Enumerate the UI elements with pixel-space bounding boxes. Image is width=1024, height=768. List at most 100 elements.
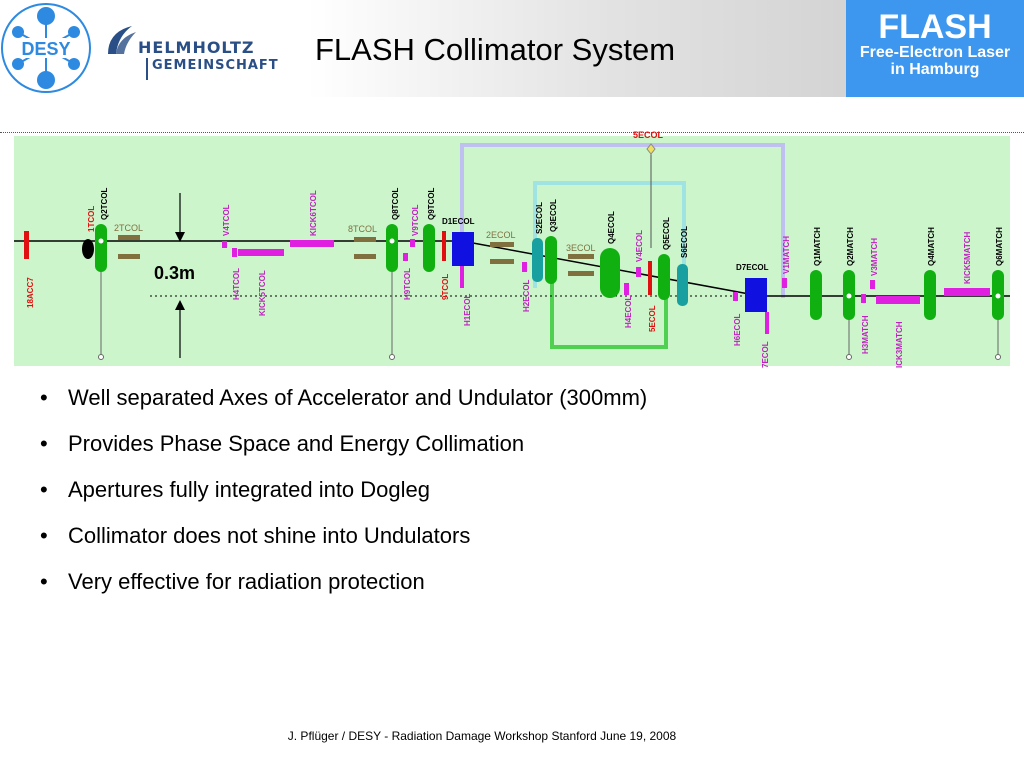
probe-point bbox=[98, 354, 104, 360]
element-v4tcol bbox=[222, 241, 227, 248]
element-q9tcol bbox=[423, 224, 435, 272]
label-q6match: Q6MATCH bbox=[995, 227, 1004, 266]
label-q4ecol: Q4ECOL bbox=[607, 211, 616, 244]
label-h3match: H3MATCH bbox=[861, 315, 870, 354]
scale-label: 0.3m bbox=[154, 263, 195, 283]
helmholtz-word-2: GEMEINSCHAFT bbox=[152, 58, 279, 73]
element-tcol9 bbox=[442, 231, 446, 261]
bullet-item: • Provides Phase Space and Energy Collima… bbox=[40, 426, 1000, 472]
element-h9tcol bbox=[403, 253, 408, 261]
helmholtz-emblem-icon bbox=[108, 26, 136, 54]
element-q5ecol bbox=[658, 254, 670, 300]
element-s2ecol bbox=[532, 238, 543, 282]
probe-point bbox=[846, 354, 852, 360]
element-ecol2-b bbox=[490, 259, 514, 264]
bullet-text: Very effective for radiation protection bbox=[68, 569, 425, 594]
element-q2tcol bbox=[95, 224, 107, 272]
label-q8tcol: Q8TCOL bbox=[391, 187, 400, 220]
element-q6match-center bbox=[995, 293, 1001, 299]
ecol5-marker-diamond bbox=[646, 143, 656, 155]
label-ecol7: 7ECOL bbox=[761, 341, 770, 368]
element-kick5tcol bbox=[238, 249, 284, 256]
scale-arrowhead-bottom bbox=[175, 300, 185, 310]
label-h4ecol: H4ECOL bbox=[624, 295, 633, 328]
label-acc7: 18ACC7 bbox=[26, 277, 35, 308]
bullet-item: •Well separated Axes of Accelerator and … bbox=[40, 380, 1000, 426]
label-tcol2: 2TCOL bbox=[114, 223, 143, 233]
element-v1match bbox=[782, 278, 787, 288]
element-q3ecol bbox=[545, 236, 557, 284]
element-tcol2-b bbox=[118, 254, 140, 259]
label-v3match: V3MATCH bbox=[870, 238, 879, 276]
label-v4ecol: V4ECOL bbox=[635, 230, 644, 262]
label-h4tcol: H4TCOL bbox=[232, 268, 241, 300]
desy-logo: DESY bbox=[1, 3, 91, 93]
outer-bypass-line bbox=[460, 143, 785, 298]
label-h6ecol: H6ECOL bbox=[733, 313, 742, 346]
element-h1ecol bbox=[460, 266, 464, 288]
bullet-item: • Apertures fully integrated into Dogleg bbox=[40, 472, 1000, 518]
element-q4ecol bbox=[600, 248, 620, 298]
label-d7ecol: D7ECOL bbox=[736, 263, 769, 272]
label-tcol9: 9TCOL bbox=[441, 274, 450, 300]
probe-point bbox=[995, 354, 1001, 360]
bullet-dot: • bbox=[40, 523, 48, 548]
label-h1ecol: H1ECOL bbox=[463, 293, 472, 326]
element-ecol3-a bbox=[568, 254, 594, 259]
label-q2tcol: Q2TCOL bbox=[100, 187, 109, 220]
slide-footer: J. Pflüger / DESY - Radiation Damage Wor… bbox=[0, 729, 1024, 743]
element-q1match bbox=[810, 270, 822, 320]
label-q1match: Q1MATCH bbox=[813, 227, 822, 266]
element-h4tcol bbox=[232, 248, 237, 257]
label-ecol2: 2ECOL bbox=[486, 230, 516, 240]
footer-text: J. Pflüger / DESY - Radiation Damage Wor… bbox=[287, 729, 677, 743]
bullet-dot: • bbox=[40, 431, 48, 456]
element-h6ecol bbox=[733, 292, 738, 301]
label-ecol3: 3ECOL bbox=[566, 243, 596, 253]
bullet-item: • Collimator does not shine into Undulato… bbox=[40, 518, 1000, 564]
label-s6ecol: S6ECOL bbox=[680, 226, 689, 258]
flash-logo-word: FLASH bbox=[878, 8, 992, 46]
element-s6ecol bbox=[677, 264, 688, 306]
helmholtz-divider bbox=[146, 58, 148, 80]
label-tcol8: 8TCOL bbox=[348, 224, 377, 234]
bullet-text: Collimator does not shine into Undulator… bbox=[68, 523, 471, 548]
label-s2ecol: S2ECOL bbox=[535, 202, 544, 234]
label-kick5match: KICK5MATCH bbox=[963, 231, 972, 284]
scale-arrowhead-top bbox=[175, 232, 185, 242]
label-ecol5-top: 5ECOL bbox=[633, 130, 664, 140]
element-acc7 bbox=[24, 231, 29, 259]
element-q2match-center bbox=[846, 293, 852, 299]
label-h9tcol: H9TCOL bbox=[403, 268, 412, 300]
element-v4ecol bbox=[636, 267, 641, 277]
bullet-text: Provides Phase Space and Energy Collimat… bbox=[68, 431, 525, 456]
label-kick5: KICK5TCOL bbox=[258, 270, 267, 316]
label-q4match: Q4MATCH bbox=[927, 227, 936, 266]
lower-bypass-line bbox=[550, 278, 668, 349]
element-tcol1 bbox=[82, 239, 94, 259]
element-kick5match bbox=[944, 288, 990, 296]
desy-logo-text: DESY bbox=[21, 39, 70, 59]
label-v9tcol: V9TCOL bbox=[411, 204, 420, 236]
element-ecol3-b bbox=[568, 271, 594, 276]
collimator-diagram-svg: 5ECOL 0.3m bbox=[14, 130, 1010, 368]
element-ecol2-a bbox=[490, 242, 514, 247]
element-v9tcol bbox=[410, 239, 415, 247]
element-kick3match bbox=[876, 296, 920, 304]
bullet-text: Apertures fully integrated into Dogleg bbox=[68, 477, 430, 502]
label-h2ecol: H2ECOL bbox=[522, 279, 531, 312]
label-kick3match: ICK3MATCH bbox=[895, 321, 904, 368]
element-d7ecol bbox=[745, 278, 767, 312]
bullet-item: •Very effective for radiation protection bbox=[40, 564, 1000, 610]
element-tcol8-b bbox=[354, 254, 376, 259]
label-q3ecol: Q3ECOL bbox=[549, 199, 558, 232]
element-ecol7 bbox=[765, 312, 769, 334]
label-v4tcol: V4TCOL bbox=[222, 204, 231, 236]
element-q4match bbox=[924, 270, 936, 320]
bullet-dot: • bbox=[40, 385, 48, 410]
label-kick6: KICK6TCOL bbox=[309, 190, 318, 236]
probe-point bbox=[389, 354, 395, 360]
bullet-dot: • bbox=[40, 477, 48, 502]
element-q8tcol bbox=[386, 224, 398, 272]
element-h4ecol bbox=[624, 283, 629, 295]
